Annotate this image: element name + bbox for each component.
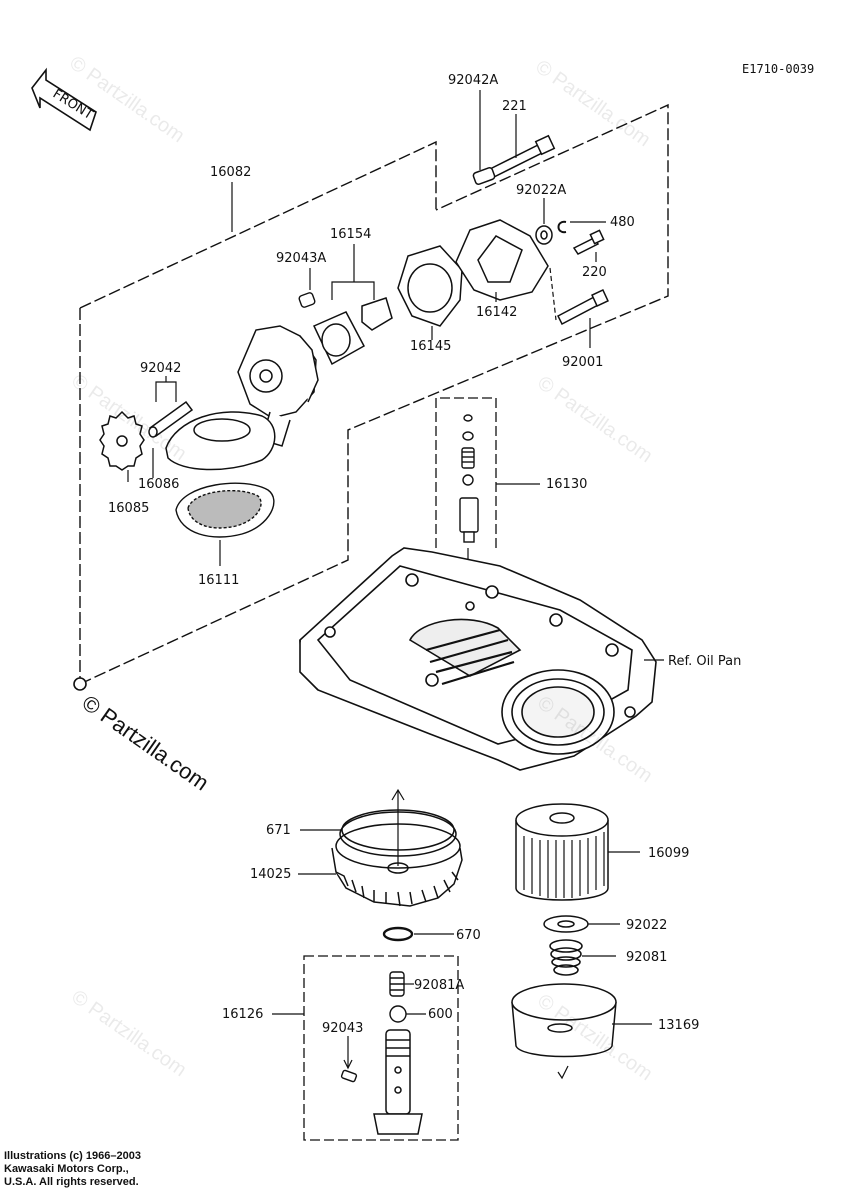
relief-valve-parts [459, 414, 479, 543]
callout-92081a: 92081A [414, 978, 464, 993]
callout-16082: 16082 [210, 165, 251, 180]
callout-16099: 16099 [648, 846, 689, 861]
leader-anchor [73, 677, 87, 691]
callout-480: 480 [610, 215, 635, 230]
relief-valve-box [435, 397, 497, 548]
callout-670: 670 [456, 928, 481, 943]
spring-92081a [389, 971, 405, 997]
callout-92042: 92042 [140, 361, 181, 376]
bolt-220 [572, 229, 605, 255]
oil-pickup-plate [165, 411, 276, 471]
diagram-code: E1710-0039 [742, 62, 815, 76]
callout-92043a: 92043A [276, 251, 326, 266]
copyright-line: U.S.A. All rights reserved. [4, 1176, 139, 1188]
o-ring-670 [382, 926, 414, 942]
bolt-92001 [557, 289, 609, 326]
copyright-notice: Illustrations (c) 1966–2003 Kawasaki Mot… [4, 1150, 141, 1189]
callout-16142: 16142 [476, 305, 517, 320]
oil-filter-16099 [515, 803, 609, 901]
callout-16086: 16086 [138, 477, 179, 492]
callout-16085: 16085 [108, 501, 149, 516]
callout-16111: 16111 [198, 573, 239, 588]
callout-92022a: 92022A [516, 183, 566, 198]
ball-600 [389, 1005, 407, 1023]
callout-92022: 92022 [626, 918, 667, 933]
oil-pan [299, 547, 657, 771]
pin-92043a [298, 292, 316, 308]
callout-14025: 14025 [250, 867, 291, 882]
filter-cup-13169 [511, 983, 617, 1058]
pump-shaft [148, 400, 194, 438]
washer-92022a [535, 225, 553, 245]
callout-92081: 92081 [626, 950, 667, 965]
filter-cover-14025 [331, 823, 463, 907]
oil-pump-assembly-boundary [79, 103, 669, 685]
callout-16154: 16154 [330, 227, 371, 242]
copyright-line: Kawasaki Motors Corp., [4, 1163, 129, 1175]
copyright-line: Illustrations (c) 1966–2003 [4, 1150, 141, 1162]
filter-bolt [373, 1029, 423, 1135]
pump-gasket [397, 245, 463, 327]
callout-92042a: 92042A [448, 73, 498, 88]
callout-220: 220 [582, 265, 607, 280]
callout-16130: 16130 [546, 477, 587, 492]
pin-92043 [340, 1069, 358, 1083]
oil-strainer [175, 482, 275, 538]
callout-ref-oil-pan: Ref. Oil Pan [668, 654, 741, 669]
callout-13169: 13169 [658, 1018, 699, 1033]
oil-pump-body [237, 325, 319, 447]
washer-92022 [543, 915, 589, 933]
spring-92081 [549, 939, 583, 976]
oil-filter-bolt-box [303, 955, 459, 1141]
callout-671: 671 [266, 823, 291, 838]
callout-16126: 16126 [222, 1007, 263, 1022]
sprocket-icon [99, 410, 145, 471]
callout-92043: 92043 [322, 1021, 363, 1036]
callout-92001: 92001 [562, 355, 603, 370]
callout-600: 600 [428, 1007, 453, 1022]
callout-221: 221 [502, 99, 527, 114]
pump-cover [455, 219, 549, 301]
pin-92042a [472, 167, 496, 185]
callout-16145: 16145 [410, 339, 451, 354]
circlip-480 [557, 220, 567, 234]
pump-rotor [312, 297, 393, 366]
